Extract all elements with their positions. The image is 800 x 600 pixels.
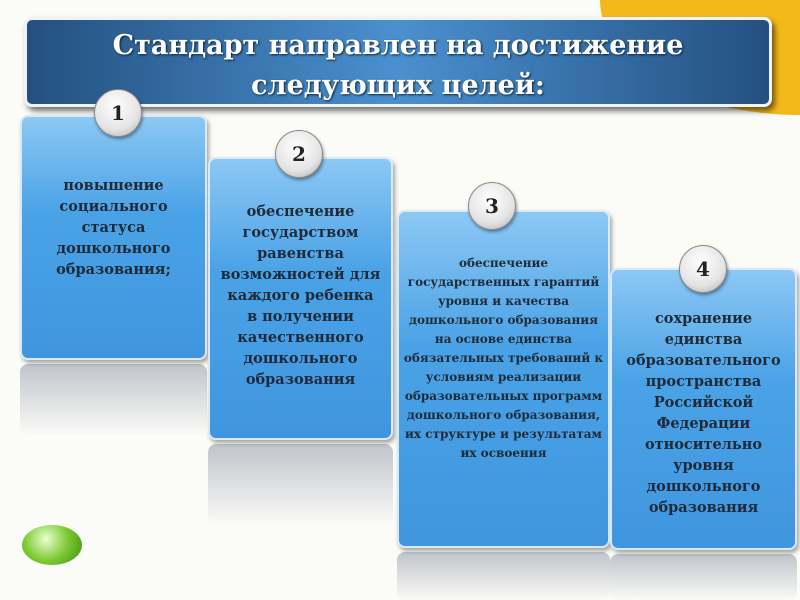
goal-number-badge: 2 (275, 130, 323, 178)
card-reflection (610, 554, 797, 600)
goal-text: сохранение единства образовательного про… (626, 310, 781, 516)
goal-text: повышение социального статуса дошкольног… (56, 177, 171, 278)
goal-card-1: повышение социального статуса дошкольног… (20, 115, 207, 360)
goal-text: обеспечение государством равенства возмо… (220, 203, 381, 388)
goal-text: обеспечение государственных гарантий уро… (403, 256, 604, 460)
goal-number-badge: 4 (679, 245, 727, 293)
card-reflection (208, 444, 393, 524)
goal-card-3: обеспечение государственных гарантий уро… (397, 210, 610, 548)
decorative-green-orb (22, 525, 82, 565)
goal-number-badge: 3 (468, 182, 516, 230)
goal-card-2: обеспечение государством равенства возмо… (208, 157, 393, 440)
card-reflection (20, 364, 207, 434)
card-reflection (397, 552, 610, 600)
slide-title: Стандарт направлен на достижение следующ… (24, 17, 772, 107)
goal-card-4: сохранение единства образовательного про… (610, 268, 797, 550)
goal-number-badge: 1 (94, 89, 142, 137)
